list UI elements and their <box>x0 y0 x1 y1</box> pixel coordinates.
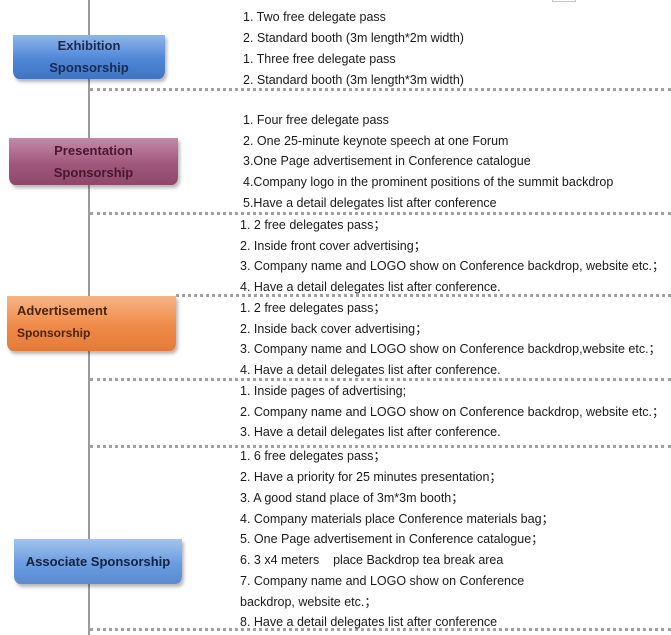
exhibition-item: 2. Standard booth (3m length*2m width) <box>243 31 464 45</box>
associate-item: 8. Have a detail delegates list after co… <box>240 615 498 629</box>
exhibition-item: 1. Three free delegate pass <box>243 52 396 66</box>
advertisement-b-item: 4. Have a detail delegates list after co… <box>240 363 501 377</box>
presentation-sponsorship-label: Presentation Sponsorship <box>53 142 134 180</box>
presentation-item: 4.Company logo in the prominent position… <box>243 175 614 189</box>
separator-6 <box>90 628 671 631</box>
advertisement-c-item: 1. Inside pages of advertising; <box>240 384 407 398</box>
advertisement-c-item: 3. Have a detail delegates list after co… <box>240 425 501 439</box>
associate-item: 7. Company name and LOGO show on Confere… <box>240 574 525 588</box>
advertisement-c-item: 2. Company name and LOGO show on Confere… <box>240 405 665 419</box>
separator-4 <box>90 378 671 381</box>
advertisement-b-item: 1. 2 free delegates pass； <box>240 301 386 315</box>
advertisement-sponsorship-label-line2: Sponsorship <box>17 326 91 340</box>
exhibition-sponsorship-badge: Exhibition Sponsorship <box>13 35 165 79</box>
corner-mark <box>552 0 576 2</box>
presentation-sponsorship-badge: Presentation Sponsorship <box>9 138 178 185</box>
exhibition-item: 2. Standard booth (3m length*3m width) <box>243 73 464 87</box>
associate-item: 4. Company materials place Conference ma… <box>240 512 555 526</box>
exhibition-sponsorship-label: Exhibition Sponsorship <box>49 38 129 75</box>
advertisement-a-item: 4. Have a detail delegates list after co… <box>240 280 501 294</box>
associate-sponsorship-label: Associate Sponsorship <box>25 553 171 569</box>
presentation-item: 1. Four free delegate pass <box>243 113 389 127</box>
advertisement-a-item: 2. Inside front cover advertising； <box>240 239 427 253</box>
advertisement-sponsorship-label-line1: Advertisement <box>17 303 108 318</box>
presentation-item: 3.One Page advertisement in Conference c… <box>243 154 531 168</box>
associate-item: backdrop, website etc.； <box>240 595 377 609</box>
separator-2 <box>90 212 671 215</box>
associate-item: 3. A good stand place of 3m*3m booth； <box>240 491 464 505</box>
advertisement-a-item: 3. Company name and LOGO show on Confere… <box>240 259 665 273</box>
presentation-item: 2. One 25-minute keynote speech at one F… <box>243 134 509 148</box>
separator-3 <box>176 294 671 297</box>
associate-item: 1. 6 free delegates pass； <box>240 449 386 463</box>
separator-1 <box>90 88 671 91</box>
associate-item: 6. 3 x4 meters place Backdrop tea break … <box>240 553 504 567</box>
advertisement-a-item: 1. 2 free delegates pass； <box>240 218 386 232</box>
advertisement-b-item: 3. Company name and LOGO show on Confere… <box>240 342 662 356</box>
advertisement-sponsorship-badge: Advertisement Sponsorship <box>7 296 176 351</box>
associate-item: 5. One Page advertisement in Conference … <box>240 532 544 546</box>
associate-sponsorship-badge: Associate Sponsorship <box>14 539 182 584</box>
associate-item: 2. Have a priority for 25 minutes presen… <box>240 470 502 484</box>
separator-5 <box>90 445 671 448</box>
exhibition-item: 1. Two free delegate pass <box>243 10 386 24</box>
advertisement-b-item: 2. Inside back cover advertising； <box>240 322 428 336</box>
presentation-item: 5.Have a detail delegates list after con… <box>243 196 497 210</box>
